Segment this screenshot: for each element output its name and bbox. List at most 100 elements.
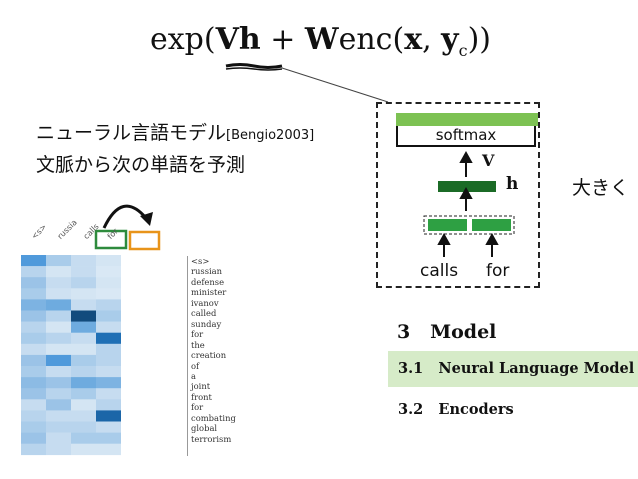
heatmap-cell xyxy=(96,443,121,456)
heatmap-cell xyxy=(71,388,96,400)
heatmap-cell xyxy=(46,299,71,311)
heatmap-cell xyxy=(21,343,46,356)
caption-reference: [Bengio2003] xyxy=(226,128,315,143)
heatmap-cell xyxy=(96,288,121,300)
heatmap-cell xyxy=(96,321,121,333)
formula-h: h xyxy=(238,22,261,57)
formula-sub: c xyxy=(458,41,468,60)
word-list-item: creation xyxy=(191,350,227,361)
heatmap-cell xyxy=(71,377,96,389)
formula-x: x xyxy=(404,22,423,57)
word-list-item: global xyxy=(191,423,218,434)
formula: exp(Vh + Wenc(x, yc)) xyxy=(150,22,491,60)
input-dash-box xyxy=(423,215,515,235)
formula-enc: enc( xyxy=(338,22,405,57)
formula-close: )) xyxy=(467,22,491,57)
heatmap-cell xyxy=(71,266,96,278)
heatmap-cell xyxy=(46,332,71,345)
h-layer xyxy=(438,181,496,192)
heatmap-cell xyxy=(71,399,96,411)
heatmap-cell xyxy=(46,255,71,267)
connector-line xyxy=(281,67,389,103)
heatmap-cell xyxy=(46,410,71,422)
heatmap-cell xyxy=(46,388,71,400)
heatmap-cell xyxy=(46,443,71,456)
network-dashed-box xyxy=(376,102,540,288)
formula-y: y xyxy=(441,22,459,57)
formula-plus: + xyxy=(260,22,305,57)
heatmap-cell xyxy=(71,310,96,322)
softmax-bar xyxy=(396,113,538,126)
big-label: 大きく xyxy=(572,177,630,199)
heatmap-cell xyxy=(21,388,46,400)
heatmap-cell xyxy=(96,432,121,444)
heatmap-cell xyxy=(96,255,121,267)
heatmap-cell xyxy=(71,277,96,289)
heatmap-cell xyxy=(21,421,46,433)
heatmap-cell xyxy=(71,299,96,311)
heatmap-cell xyxy=(96,343,121,356)
heatmap-cell xyxy=(96,399,121,411)
word-list-item: the xyxy=(191,339,205,350)
heatmap-cell xyxy=(21,399,46,411)
heatmap-cell xyxy=(71,443,96,456)
heatmap-cell xyxy=(21,321,46,333)
word-list-item: a xyxy=(191,370,196,381)
heatmap-cell xyxy=(21,266,46,278)
heatmap-cell xyxy=(46,354,71,367)
word-list-item: for xyxy=(191,329,204,340)
heatmap-grid xyxy=(21,255,121,456)
subsection-2-number: 3.2 xyxy=(398,401,424,418)
heatmap-cell xyxy=(46,399,71,411)
word-list-item: of xyxy=(191,360,200,371)
subsection-2: 3.2 Encoders xyxy=(398,401,514,418)
heatmap-cell xyxy=(71,421,96,433)
curved-arrow-head xyxy=(140,212,153,226)
heatmap-cell xyxy=(46,366,71,378)
heatmap-cell xyxy=(46,277,71,289)
heatmap-cell xyxy=(96,366,121,378)
heatmap-cell xyxy=(96,310,121,322)
heatmap-cell xyxy=(96,410,121,422)
heatmap-cell xyxy=(96,277,121,289)
heatmap-cell xyxy=(71,343,96,356)
heatmap-cell xyxy=(21,410,46,422)
heatmap-cell xyxy=(96,421,121,433)
subsection-1: 3.1 Neural Language Model xyxy=(398,360,634,377)
heatmap-cell xyxy=(46,310,71,322)
wordlist-divider xyxy=(187,256,188,456)
heatmap-cell xyxy=(96,299,121,311)
input-label-for: for xyxy=(486,261,510,281)
heatmap-cell xyxy=(71,288,96,300)
formula-V: V xyxy=(215,22,239,57)
heatmap-cell xyxy=(21,332,46,345)
heatmap-cell xyxy=(21,366,46,378)
heatmap-cell xyxy=(96,266,121,278)
word-list-item: joint xyxy=(191,381,211,392)
section-heading: 3 Model xyxy=(397,321,496,343)
word-list-item: called xyxy=(191,308,217,319)
word-list-item: minister xyxy=(191,287,227,298)
heatmap-cell xyxy=(21,443,46,456)
heatmap-cell xyxy=(96,354,121,367)
heatmap-cell xyxy=(71,432,96,444)
curved-arrow xyxy=(102,204,148,229)
heatmap-cell xyxy=(96,332,121,345)
heatmap-cell xyxy=(71,354,96,367)
section-title: Model xyxy=(430,321,497,343)
softmax-label: softmax xyxy=(396,126,536,147)
caption-main: ニューラル言語モデル xyxy=(36,122,227,144)
heatmap-cell xyxy=(46,288,71,300)
heatmap-cell xyxy=(21,255,46,267)
word-list-item: russian xyxy=(191,266,223,277)
underline-scribble-2 xyxy=(225,67,283,71)
heatmap-cell xyxy=(21,432,46,444)
calls-for-highlight xyxy=(94,229,128,250)
input-vector-1 xyxy=(428,219,467,231)
input-label-calls: calls xyxy=(420,261,459,281)
heatmap-cell xyxy=(21,288,46,300)
heatmap-cell xyxy=(71,332,96,345)
underline-scribble xyxy=(225,63,283,69)
section-number: 3 xyxy=(397,321,411,343)
